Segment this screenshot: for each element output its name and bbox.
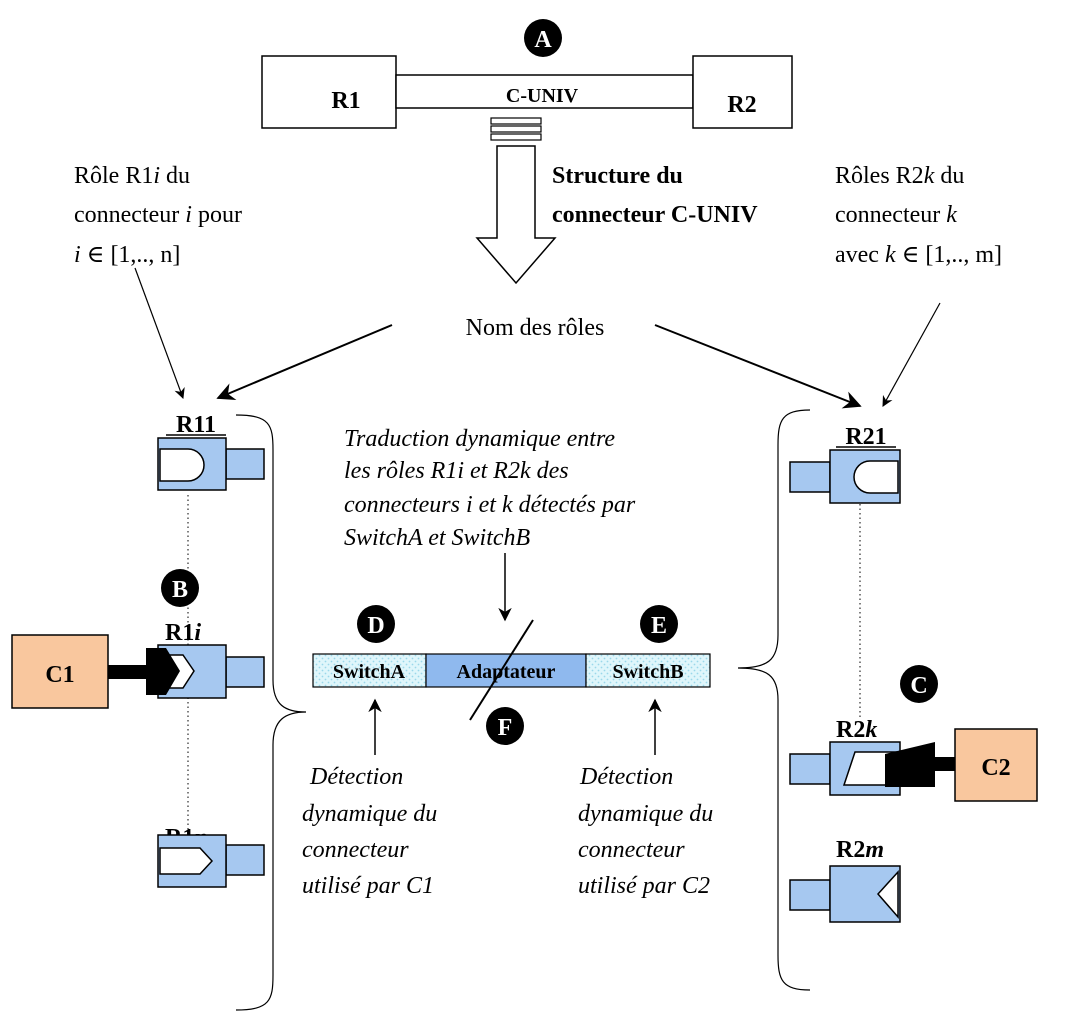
switch-a-box [312, 653, 427, 688]
badge-d-label: D [367, 613, 384, 639]
left-note-line1: Rôle R1i du [74, 163, 190, 189]
badge-d [357, 605, 395, 643]
left-roles-column: R11 B R1i C1 R1n [11, 412, 307, 1011]
switch-adapter-bar: SwitchA Adaptateur SwitchB [312, 619, 711, 721]
detect-right-line1: Détection [579, 764, 673, 790]
role-r21-label: R21 [845, 424, 886, 450]
component-c1-label: C1 [45, 662, 74, 688]
arrow-left-note [134, 267, 185, 400]
component-c2-label: C2 [981, 755, 1010, 781]
switch-b-label: SwitchB [612, 661, 683, 683]
adapter-label: Adaptateur [457, 661, 556, 683]
badge-f-label: F [498, 715, 513, 741]
role-r2m-plug [789, 865, 901, 923]
role-r11-label: R11 [176, 412, 216, 438]
structure-stack-icon [490, 117, 542, 141]
c2-cable [935, 757, 955, 771]
role-r2k-label: R2k [836, 717, 877, 743]
adapter-slash [469, 619, 534, 721]
switch-a-label: SwitchA [333, 661, 406, 683]
translation-note-line2: les rôles R1i et R2k des [344, 458, 569, 484]
top-architecture: A R1 C-UNIV R2 Structure du connecteur C… [261, 19, 793, 285]
detect-right-line4: utilisé par C2 [578, 873, 710, 899]
component-r1-box [261, 55, 397, 129]
detect-right-line2: dynamique du [578, 801, 713, 827]
structure-label-line1: Structure du [552, 163, 683, 189]
arrow-right-note [882, 302, 941, 407]
c1-cable [108, 665, 148, 679]
role-r2m-label: R2m [836, 837, 884, 863]
adapter-box [425, 653, 587, 688]
structure-down-arrow [475, 145, 557, 285]
c1-plug-head [146, 648, 180, 695]
right-note-line2: connecteur k [835, 202, 957, 228]
right-note-line1: Rôles R2k du [835, 163, 964, 189]
left-note-line2: connecteur i pour [74, 202, 242, 228]
right-note-line3: avec k ∈ [1,.., m] [835, 242, 1002, 268]
badge-e-label: E [651, 613, 667, 639]
badge-a [524, 19, 562, 57]
right-role-note: Rôles R2k du connecteur k avec k ∈ [1,..… [835, 163, 1002, 268]
detect-right-note: Détection dynamique du connecteur utilis… [578, 764, 713, 899]
detect-left-line3: connecteur [302, 837, 409, 863]
role-r2k-plug [789, 741, 901, 796]
left-role-note: Rôle R1i du connecteur i pour i ∈ [1,..,… [74, 163, 242, 268]
arrow-to-r11 [216, 324, 393, 401]
badge-a-label: A [534, 27, 552, 53]
component-r1-label: R1 [331, 88, 360, 114]
right-brace [737, 409, 811, 991]
badge-f [486, 707, 524, 745]
role-r11-plug [157, 437, 265, 491]
badge-e [640, 605, 678, 643]
connector-c-univ-label: C-UNIV [506, 85, 579, 107]
role-r1n-plug [157, 834, 265, 888]
arrow-to-r21 [654, 324, 862, 409]
role-names-label: Nom des rôles [466, 315, 605, 341]
switch-b-box [585, 653, 711, 688]
badge-b [161, 569, 199, 607]
detect-left-line2: dynamique du [302, 801, 437, 827]
component-r2-label: R2 [727, 92, 756, 118]
detect-left-line1: Détection [309, 764, 403, 790]
left-note-line3: i ∈ [1,.., n] [74, 242, 180, 268]
badge-c-label: C [910, 673, 927, 699]
component-c2-box [954, 728, 1038, 802]
badge-b-label: B [172, 577, 188, 603]
middle-section: Traduction dynamique entre les rôles R1i… [344, 426, 636, 551]
right-roles-column: R21 C R2k C2 R2m [737, 409, 1038, 991]
role-r21-plug [789, 449, 901, 504]
c2-plug-head [885, 742, 935, 787]
translation-note-line1: Traduction dynamique entre [344, 426, 615, 452]
badge-c [900, 665, 938, 703]
detect-right-line3: connecteur [578, 837, 685, 863]
left-brace [235, 414, 307, 1011]
structure-label-line2: connecteur C-UNIV [552, 202, 758, 228]
role-name-arrows [134, 267, 941, 409]
role-r1i-label: R1i [165, 620, 201, 646]
component-r2-box [692, 55, 793, 129]
detect-left-note: Détection dynamique du connecteur utilis… [302, 764, 437, 899]
translation-note-line3: connecteurs i et k détectés par [344, 492, 636, 518]
translation-note-line4: SwitchA et SwitchB [344, 525, 531, 551]
detect-left-line4: utilisé par C1 [302, 873, 434, 899]
